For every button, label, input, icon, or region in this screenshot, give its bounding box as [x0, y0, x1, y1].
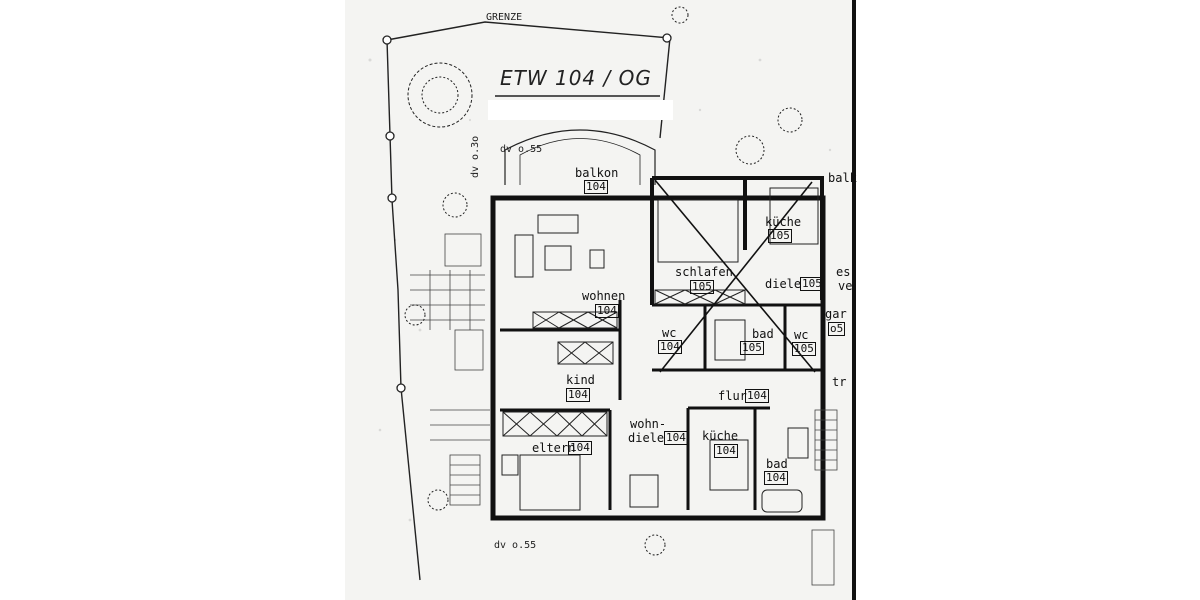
- balcony-outline: [504, 129, 656, 185]
- unit-105-walls: [650, 176, 824, 305]
- room-number-bad-104: 104: [764, 471, 788, 485]
- room-label-bad-105: bad: [752, 327, 774, 341]
- outer-walls: [490, 195, 826, 521]
- terrace-grid: [410, 233, 838, 586]
- dimension-label-side: dv o.3o: [470, 135, 481, 178]
- room-number-wc-104: 104: [658, 340, 682, 354]
- room-label-bad-104: bad: [766, 457, 788, 471]
- room-number-wohndiele: 104: [664, 431, 688, 445]
- shrub: [777, 107, 803, 133]
- sheet-right-border: [852, 0, 856, 600]
- room-number-eltern: 104: [568, 441, 592, 455]
- shrub: [735, 135, 765, 165]
- room-label-schlafen: schlafen: [675, 265, 733, 279]
- room-label-wc-104: wc: [662, 326, 677, 340]
- room-number-flur: 104: [745, 389, 769, 403]
- room-label-diele: diele: [628, 431, 665, 445]
- furniture: [501, 187, 819, 513]
- edge-fragment-balk: balk: [828, 171, 857, 185]
- wardrobes: [502, 289, 746, 437]
- room-number-kueche-105: 105: [768, 229, 792, 243]
- room-label-wc-105: wc: [794, 328, 809, 342]
- room-number-wohnen: 104: [595, 304, 619, 318]
- edge-fragment-tr: tr: [832, 375, 847, 389]
- room-label-kind: kind: [566, 373, 595, 387]
- dimension-label-top: dv o.55: [500, 144, 543, 155]
- shrub: [671, 6, 689, 24]
- room-number-kind: 104: [566, 388, 590, 402]
- edge-fragment-es: es: [836, 265, 851, 279]
- room-label-diele-105: diele: [765, 277, 802, 291]
- tree-large: [407, 62, 473, 128]
- edge-fragment-ve: ve: [838, 279, 853, 293]
- room-label-balkon: balkon: [575, 166, 619, 180]
- windows: [520, 195, 680, 521]
- room-label-wohn: wohn-: [630, 417, 667, 431]
- room-number-balkon: 104: [584, 180, 608, 194]
- room-number-diele-105: 105: [800, 277, 824, 291]
- shrub: [427, 489, 449, 511]
- redacted-field: [488, 100, 673, 120]
- boundary-label: GRENZE: [486, 12, 523, 23]
- room-label-kueche-104: küche: [702, 429, 739, 443]
- dimension-label-bottom: dv o.55: [494, 540, 537, 551]
- edge-fragment-gar: gar: [825, 307, 847, 321]
- room-label-wohnen: wohnen: [582, 289, 626, 303]
- shrub: [442, 192, 468, 218]
- trees: [404, 6, 803, 556]
- shrub: [644, 534, 666, 556]
- interior-walls: [500, 300, 822, 510]
- plan-title: ETW 104 / OG: [500, 66, 652, 90]
- room-number-schlafen: 105: [690, 280, 714, 294]
- room-number-kueche-104: 104: [714, 444, 738, 458]
- room-label-kueche-105: küche: [765, 215, 802, 229]
- room-number-bad-105: 105: [740, 341, 764, 355]
- property-boundary: [386, 21, 671, 581]
- shrub: [404, 304, 426, 326]
- room-number-wc-105: 105: [792, 342, 816, 356]
- edge-fragment-o5: o5: [828, 322, 846, 336]
- room-label-eltern: eltern: [532, 441, 576, 455]
- strike-through-105: [654, 179, 816, 373]
- boundary-markers: [382, 33, 672, 393]
- room-label-flur: flur: [718, 389, 747, 403]
